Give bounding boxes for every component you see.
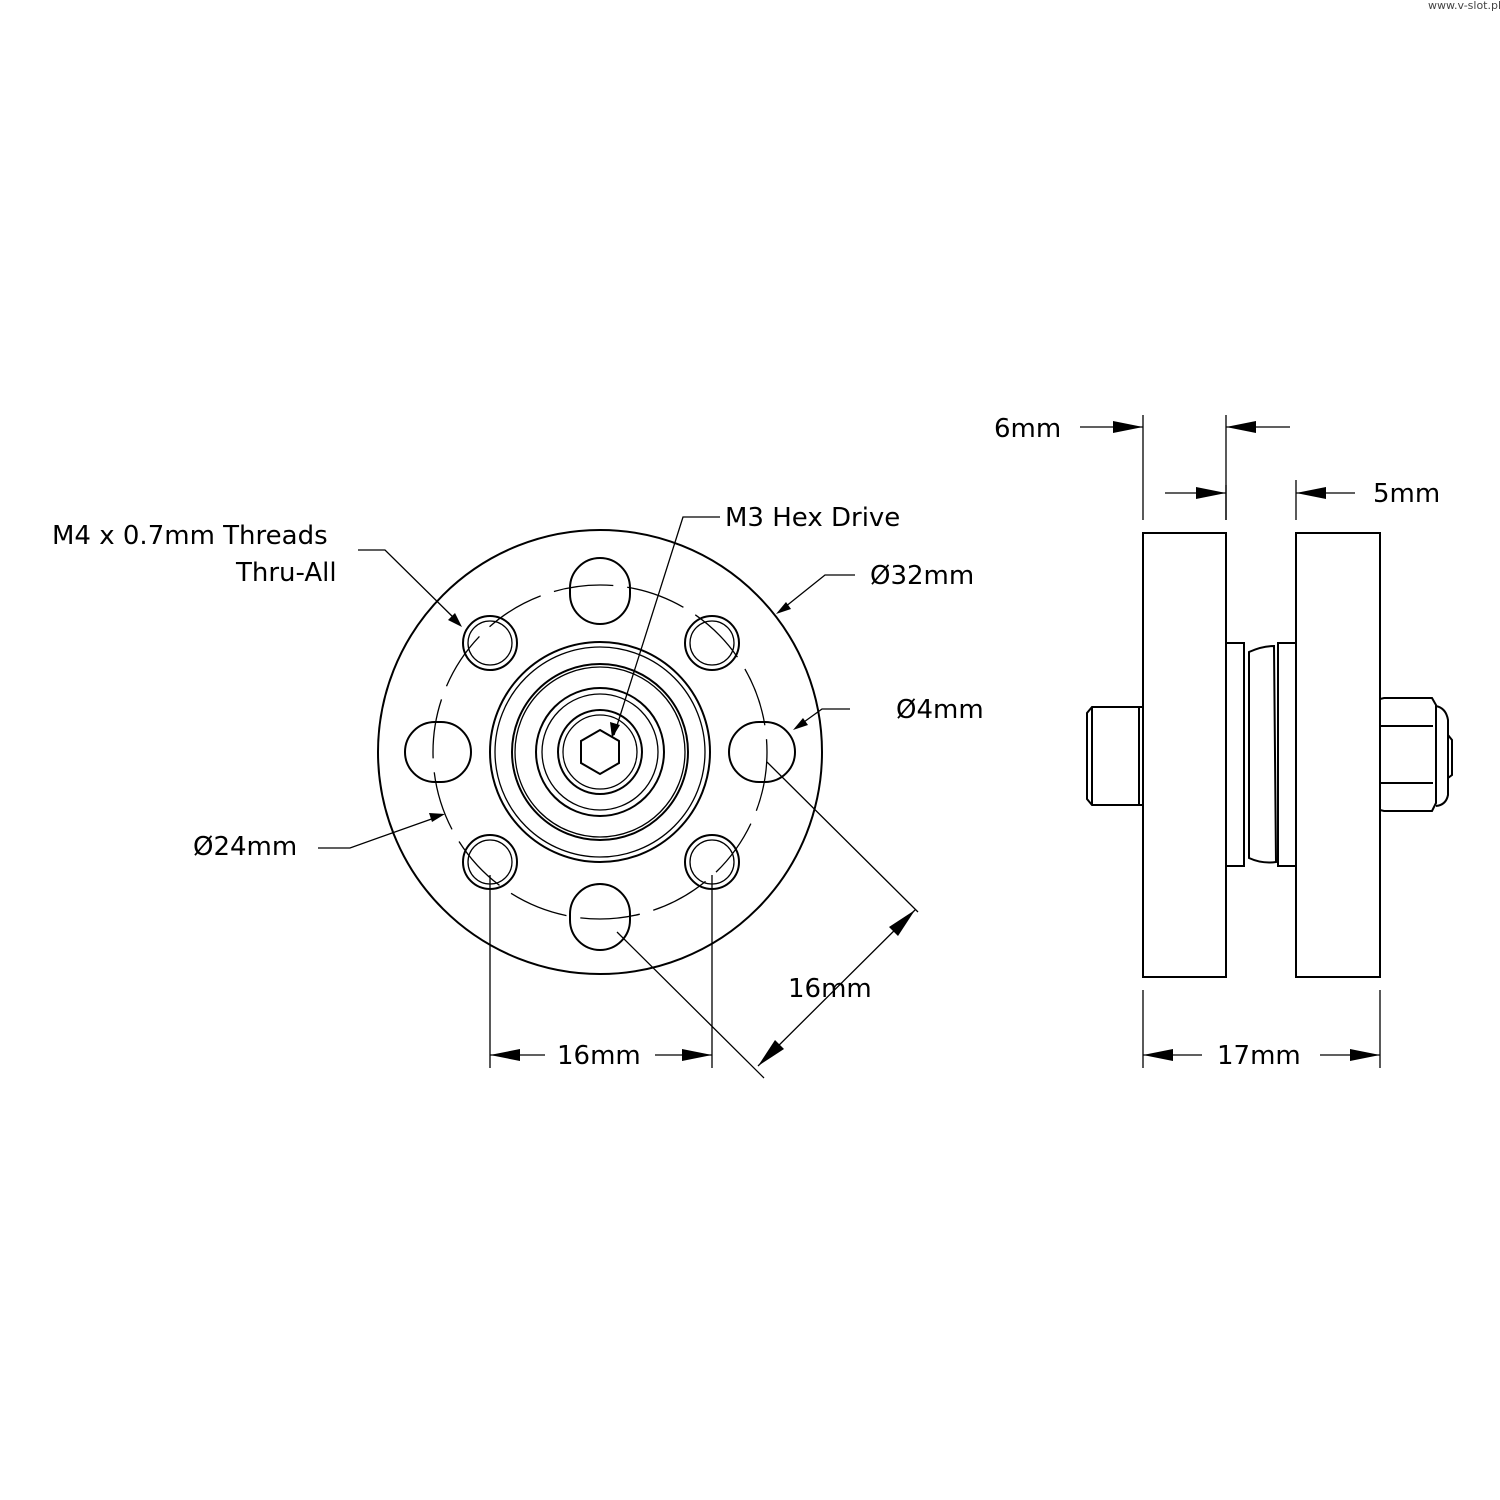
plate-thickness-label: 6mm: [994, 414, 1061, 444]
front-view: M4 x 0.7mm Threads Thru-All M3 Hex Drive…: [52, 503, 984, 1079]
bolt-circle: [432, 584, 768, 920]
hex-socket-icon: [580, 728, 620, 776]
horizontal-spacing-label: 16mm: [557, 1041, 641, 1071]
diagonal-spacing-label: 16mm: [788, 974, 872, 1004]
inner-race-2: [541, 693, 659, 811]
slot-left: [404, 721, 472, 783]
thru-all-label: Thru-All: [235, 558, 337, 588]
slot-bottom: [569, 883, 631, 951]
side-view: 6mm 5mm 17mm: [994, 414, 1453, 1071]
left-spacer: [1225, 642, 1245, 867]
bearing-outer-ring: [489, 641, 711, 863]
watermark: www.v-slot.pl: [1428, 0, 1500, 12]
inner-race: [535, 687, 665, 817]
od-leader: [779, 574, 855, 612]
hex-leader: [613, 516, 720, 736]
nut: [1379, 697, 1453, 812]
threads-leader: [358, 549, 459, 623]
hole-diameter-label: Ø4mm: [896, 695, 984, 725]
right-plate: [1295, 532, 1381, 978]
outer-diameter-label: Ø32mm: [870, 561, 974, 591]
bearing-ring-2: [494, 646, 706, 858]
hub: [557, 709, 643, 795]
threaded-holes: [462, 615, 740, 890]
threads-label: M4 x 0.7mm Threads: [52, 521, 328, 551]
left-plate: [1142, 532, 1227, 978]
hole-leader: [796, 708, 850, 728]
slot-right: [728, 721, 796, 783]
slot-top: [569, 557, 631, 625]
gap-label: 5mm: [1373, 479, 1440, 509]
bearing-ring-4: [514, 666, 686, 838]
outer-flange-circle: [377, 529, 823, 975]
bearing: [1248, 644, 1278, 864]
hub-chamfer: [562, 714, 638, 790]
bolt-circle-label: Ø24mm: [193, 832, 297, 862]
bearing-ring-3: [511, 663, 689, 841]
hex-drive-label: M3 Hex Drive: [725, 503, 900, 533]
overall-width-label: 17mm: [1217, 1041, 1301, 1071]
right-spacer: [1277, 642, 1297, 867]
screw-head: [1086, 706, 1143, 806]
bcd-leader: [318, 815, 441, 849]
